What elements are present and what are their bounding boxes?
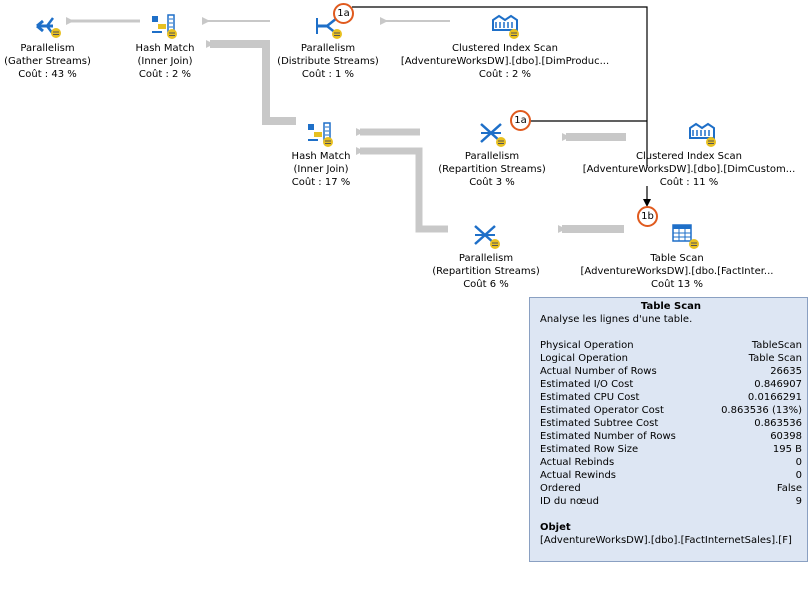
property-label: Estimated Number of Rows: [540, 431, 676, 442]
parallelism-gather-icon: [35, 17, 61, 38]
node-parallelism-repartition-1[interactable]: Parallelism (Repartition Streams) Coût 3…: [432, 123, 552, 189]
property-value: TableScan: [751, 340, 802, 351]
step-badge-1b: 1b: [637, 206, 658, 227]
node-title: Parallelism: [20, 43, 75, 54]
operator-tooltip: Table Scan Analyse les lignes d'une tabl…: [529, 297, 808, 562]
hash-match-icon: [152, 14, 177, 39]
node-subtitle: (Inner Join): [137, 56, 193, 67]
property-label: Actual Rewinds: [540, 470, 617, 481]
connector-1a-line: [352, 6, 648, 168]
property-value: 9: [795, 496, 802, 507]
tooltip-property-row: Ordered False: [540, 482, 802, 495]
node-title: Hash Match: [135, 43, 195, 54]
property-value: 0: [795, 457, 802, 468]
node-cost: Coût 6 %: [463, 279, 509, 290]
node-cost: Coût : 2 %: [138, 69, 192, 80]
property-label: Estimated Subtree Cost: [540, 418, 659, 429]
property-value: 0.0166291: [747, 392, 802, 403]
node-parallelism-distribute[interactable]: Parallelism (Distribute Streams) Coût : …: [268, 17, 388, 81]
tooltip-title: Table Scan: [640, 301, 702, 312]
arrow-rep2-to-hash2: [356, 147, 448, 233]
property-label: Estimated CPU Cost: [540, 392, 640, 403]
property-value: False: [776, 483, 802, 494]
property-value: 60398: [770, 431, 802, 442]
node-title: Hash Match: [291, 151, 351, 162]
property-label: Physical Operation: [540, 340, 634, 351]
tooltip-property-row: Logical Operation Table Scan: [540, 352, 802, 365]
node-cost: Coût : 17 %: [291, 177, 351, 188]
tooltip-property-row: Estimated I/O Cost 0.846907: [540, 378, 802, 391]
property-value: 0.846907: [754, 379, 802, 390]
tooltip-property-row: Estimated Number of Rows 60398: [540, 430, 802, 443]
node-clustered-index-scan-product[interactable]: Clustered Index Scan [AdventureWorksDW].…: [392, 14, 618, 81]
clustered-index-scan-icon: [492, 14, 519, 39]
tooltip-property-row: Estimated CPU Cost 0.0166291: [540, 391, 802, 404]
node-subtitle: [AdventureWorksDW].[dbo].[DimCustom...: [582, 164, 796, 175]
property-label: ID du nœud: [540, 496, 599, 507]
hash-match-icon: [308, 122, 333, 147]
tooltip-description: Analyse les lignes d'une table.: [540, 314, 693, 325]
node-subtitle: (Gather Streams): [4, 56, 91, 67]
node-cost: Coût : 1 %: [301, 69, 355, 80]
node-hash-match-1[interactable]: Hash Match (Inner Join) Coût : 2 %: [120, 14, 210, 81]
node-subtitle: [AdventureWorksDW].[dbo.[FactInter...: [580, 266, 774, 277]
node-cost: Coût : 11 %: [659, 177, 719, 188]
node-cost: Coût 3 %: [469, 177, 515, 188]
tooltip-property-row: Estimated Row Size 195 B: [540, 443, 802, 456]
tooltip-property-row: Actual Number of Rows 26635: [540, 365, 802, 378]
parallelism-repartition-icon: [480, 123, 506, 147]
tooltip-property-row: Estimated Subtree Cost 0.863536: [540, 417, 802, 430]
node-title: Parallelism: [464, 151, 520, 162]
property-label: Estimated I/O Cost: [540, 379, 634, 390]
property-value: 0: [795, 470, 802, 481]
node-title: Parallelism: [300, 43, 356, 54]
node-title: Parallelism: [458, 253, 514, 264]
clustered-index-scan-icon: [689, 122, 716, 147]
property-value: 26635: [770, 366, 802, 377]
property-value: 195 B: [772, 444, 802, 455]
node-subtitle: [AdventureWorksDW].[dbo].[DimProduc...: [400, 56, 610, 67]
node-cost: Coût : 43 %: [18, 69, 77, 80]
property-value: 0.863536: [754, 418, 802, 429]
property-label: Logical Operation: [540, 353, 628, 364]
tooltip-property-row: Actual Rewinds 0: [540, 469, 802, 482]
node-title: Clustered Index Scan: [636, 151, 742, 162]
property-label: Estimated Operator Cost: [540, 405, 664, 416]
tooltip-property-row: Physical Operation TableScan: [540, 339, 802, 352]
tooltip-object-value: [AdventureWorksDW].[dbo].[FactInternetSa…: [540, 535, 792, 546]
node-title: Table Scan: [650, 253, 704, 264]
node-subtitle: (Inner Join): [293, 164, 349, 175]
node-table-scan[interactable]: Table Scan [AdventureWorksDW].[dbo.[Fact…: [566, 224, 788, 291]
node-cost: Coût 13 %: [651, 279, 703, 290]
node-subtitle: (Distribute Streams): [277, 56, 379, 67]
node-parallelism-gather[interactable]: Parallelism (Gather Streams) Coût : 43 %: [0, 17, 95, 81]
node-clustered-index-scan-customer[interactable]: Clustered Index Scan [AdventureWorksDW].…: [576, 122, 802, 189]
step-badge-1a-top: 1a: [333, 3, 354, 24]
node-subtitle: (Repartition Streams): [438, 164, 546, 175]
property-value: Table Scan: [748, 353, 802, 364]
tooltip-property-row: Actual Rebinds 0: [540, 456, 802, 469]
tooltip-object-heading: Objet: [540, 522, 571, 533]
property-label: Actual Number of Rows: [540, 366, 657, 377]
property-value: 0.863536 (13%): [721, 405, 802, 416]
node-subtitle: (Repartition Streams): [432, 266, 540, 277]
tooltip-property-row: Estimated Operator Cost 0.863536 (13%): [540, 404, 802, 417]
node-parallelism-repartition-2[interactable]: Parallelism (Repartition Streams) Coût 6…: [426, 225, 546, 291]
arrow-hash2-to-hash1: [206, 40, 296, 125]
step-badge-1a-middle: 1a: [510, 110, 531, 131]
property-label: Estimated Row Size: [540, 444, 639, 455]
parallelism-repartition-icon: [474, 225, 500, 249]
node-title: Clustered Index Scan: [452, 43, 558, 54]
property-label: Actual Rebinds: [540, 457, 615, 468]
parallelism-distribute-icon: [316, 17, 342, 39]
node-hash-match-2[interactable]: Hash Match (Inner Join) Coût : 17 %: [276, 122, 366, 189]
tooltip-property-row: ID du nœud 9: [540, 495, 802, 508]
node-cost: Coût : 2 %: [478, 69, 532, 80]
property-label: Ordered: [540, 483, 581, 494]
table-scan-icon: [672, 224, 699, 249]
